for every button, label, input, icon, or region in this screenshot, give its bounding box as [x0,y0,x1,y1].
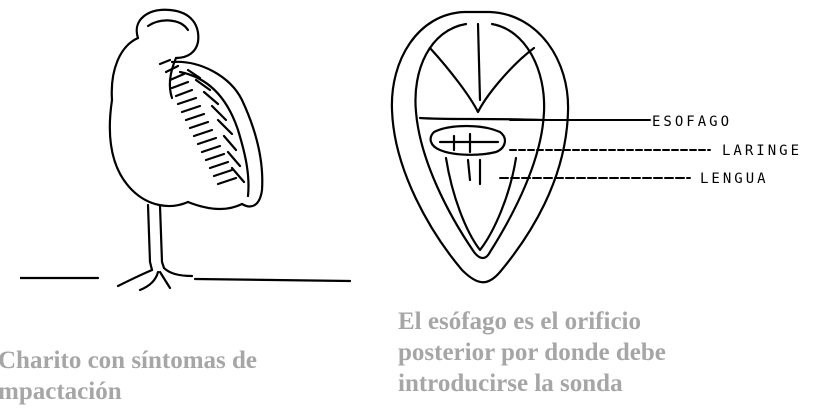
bird-body [108,98,190,208]
label-esofago: ESOFAGO [652,114,732,130]
tongue-shape [444,156,518,252]
caption-right-line-3: introducirse la sonda [398,370,623,397]
bird-leg [146,203,154,272]
caption-right-line-2: posterior por donde debe [398,339,666,366]
caption-left-line-2: mpactación [0,378,122,405]
label-lengua: LENGUA [700,171,769,187]
caption-left-line-1: Charito con síntomas de [0,347,258,374]
larynx-shape [429,124,506,156]
caption-left: Charito con síntomas de mpactación [0,345,338,407]
bird-wing [170,60,264,208]
label-laringe: LARINGE [722,143,802,159]
bird-foot [116,266,194,292]
ground-line-right [193,277,352,283]
caption-right: El esófago es el orificio posterior por … [398,306,818,399]
beak-outline [390,10,570,284]
throat-diagram: ESOFAGO LARINGE LENGUA [390,10,802,284]
bird-neck [110,36,140,102]
bird-head [135,8,200,60]
bird-illustration [20,8,352,292]
caption-right-line-1: El esófago es el orificio [398,308,641,335]
